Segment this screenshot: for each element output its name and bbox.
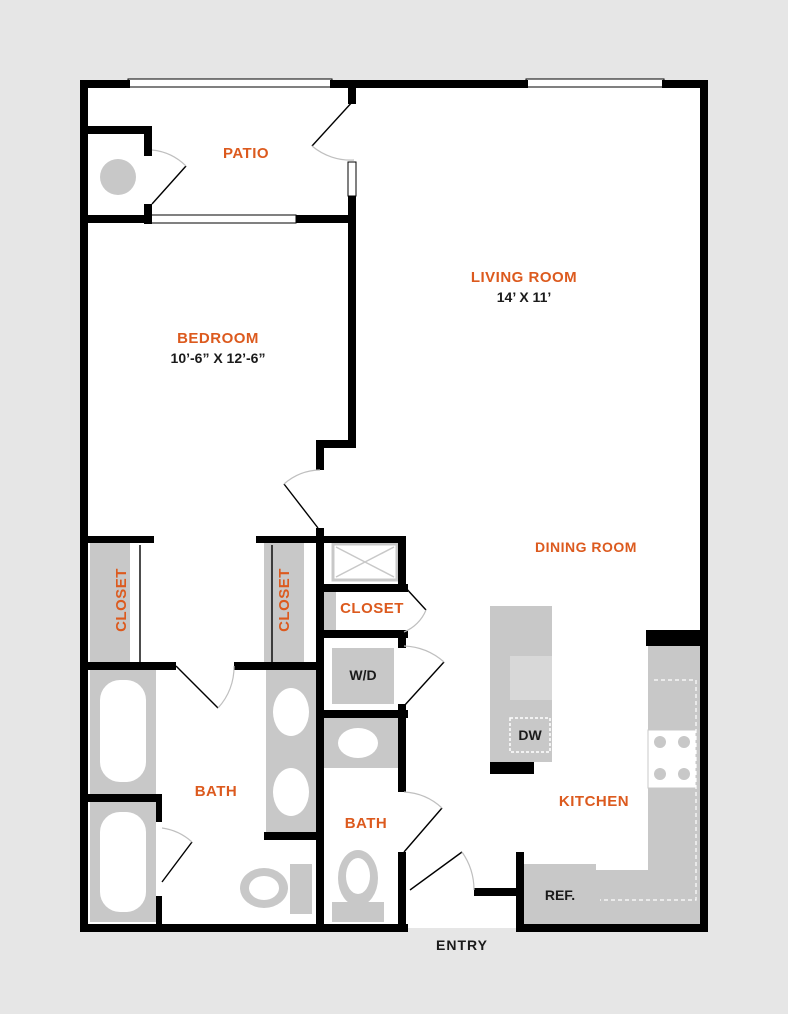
washer-dryer-label: W/D xyxy=(349,667,376,683)
closet-mid-label: CLOSET xyxy=(276,568,293,632)
sink-half xyxy=(338,728,378,758)
dishwasher-label: DW xyxy=(518,727,542,743)
toilet-tank-half xyxy=(332,902,384,922)
patio-label: PATIO xyxy=(223,145,269,162)
bedroom-label: BEDROOM xyxy=(177,330,259,347)
outer-wall-left xyxy=(80,80,88,932)
refrigerator-label: REF. xyxy=(545,887,575,903)
walls xyxy=(80,80,708,932)
outer-wall-bottom-right xyxy=(516,924,708,932)
patio-utility-circle xyxy=(100,159,136,195)
sink-upper xyxy=(273,688,309,736)
toilet-tank-main xyxy=(290,864,312,914)
closet-hall-label: CLOSET xyxy=(340,600,404,617)
outer-wall-top-right xyxy=(662,80,708,88)
entry-label: ENTRY xyxy=(436,937,488,953)
counter-bottom xyxy=(596,870,700,925)
closet-mid-shelf xyxy=(264,540,304,662)
refrigerator-box xyxy=(524,864,596,924)
bathtub-upper-inner xyxy=(100,680,146,782)
toilet-bowl-main-inner xyxy=(249,876,279,900)
dishwasher-box xyxy=(509,717,551,753)
closet-left-label: CLOSET xyxy=(113,568,130,632)
living-room-dimensions: 14’ X 11’ xyxy=(497,289,552,305)
washer-dryer-box xyxy=(332,648,394,704)
sink-lower xyxy=(273,768,309,816)
toilet-bowl-half-inner xyxy=(346,858,370,894)
outer-wall-top-mid xyxy=(330,80,528,88)
floor-area xyxy=(83,83,705,928)
fixtures xyxy=(90,159,700,925)
bath-main-label: BATH xyxy=(195,783,238,800)
dining-room-label: DINING ROOM xyxy=(535,539,637,555)
bath-half-label: BATH xyxy=(345,815,388,832)
outer-wall-bottom-left xyxy=(80,924,408,932)
bedroom-dimensions: 10’-6” X 12’-6” xyxy=(171,350,266,366)
closet-hall-shelf xyxy=(322,592,336,634)
living-room-label: LIVING ROOM xyxy=(471,269,577,286)
bathtub-lower-inner xyxy=(100,812,146,912)
closet-left-shelf xyxy=(90,540,130,662)
doors xyxy=(139,99,475,891)
outer-wall-top-left xyxy=(80,80,130,88)
outer-wall-right xyxy=(700,80,708,932)
kitchen-label: KITCHEN xyxy=(559,793,629,810)
kitchen-sink xyxy=(510,656,552,700)
